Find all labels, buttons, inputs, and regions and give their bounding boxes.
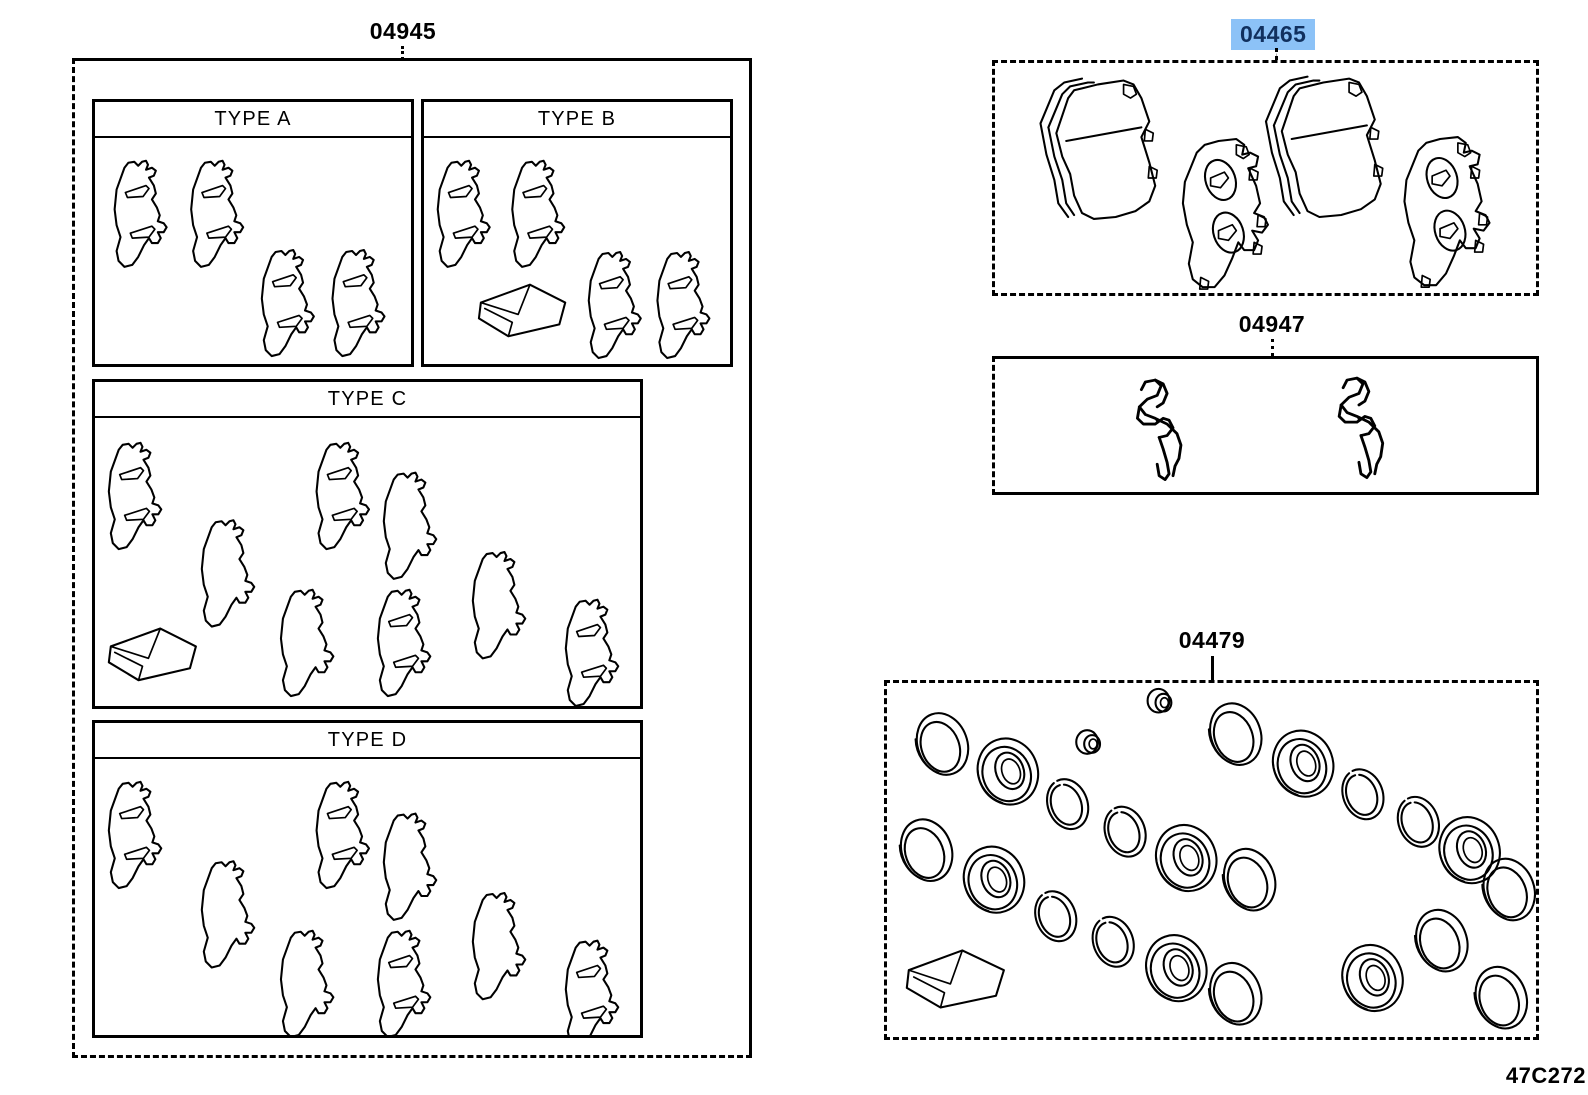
subpanel-type-b-label: TYPE B <box>537 107 617 130</box>
dust-boot-icon <box>1262 721 1344 807</box>
piston-seal-icon <box>891 811 962 890</box>
pad-backing-plate-icon <box>1181 137 1270 290</box>
piston-seal-icon <box>1406 901 1478 980</box>
part-label-04465[interactable]: 04465 <box>1231 19 1316 50</box>
snap-ring-icon <box>1389 790 1447 854</box>
snap-ring-icon <box>1027 884 1085 949</box>
dust-boot-icon <box>1135 925 1217 1011</box>
clip-kit-artwork <box>995 359 1536 492</box>
dust-boot-icon <box>1332 935 1414 1021</box>
part-box-04465[interactable] <box>992 60 1539 296</box>
shim-slotted-icon <box>656 250 711 360</box>
shim-slotted-icon <box>376 588 432 698</box>
shim-slotted-icon <box>315 780 371 890</box>
brake-pad-stack-icon <box>1264 75 1384 219</box>
brake-pad-stack-icon <box>1039 77 1159 220</box>
shim-slotted-icon <box>587 250 642 360</box>
piston-seal-icon <box>1200 954 1271 1033</box>
dust-boot-icon <box>1429 807 1511 893</box>
subpanel-type-c[interactable]: TYPE C <box>92 379 643 709</box>
subpanel-type-b-body <box>424 138 730 364</box>
type-a-artwork <box>113 159 386 358</box>
type-b-artwork <box>436 159 711 360</box>
part-box-04479[interactable] <box>884 680 1539 1040</box>
subpanel-type-c-body <box>95 418 640 706</box>
subpanel-type-a-header: TYPE A <box>95 102 411 138</box>
snap-ring-icon <box>1039 772 1097 836</box>
leader-line-04947 <box>1271 339 1274 356</box>
subpanel-type-a-body <box>95 138 411 364</box>
subpanel-type-d-header: TYPE D <box>95 723 640 759</box>
shim-slotted-icon <box>564 939 620 1035</box>
subpanel-type-d[interactable]: TYPE D <box>92 720 643 1038</box>
seal-kit-artwork <box>887 683 1536 1037</box>
shim-plain-icon <box>382 471 438 580</box>
shim-slotted-icon <box>376 929 432 1035</box>
piston-seal-icon <box>1214 840 1285 919</box>
leader-line-04465 <box>1275 48 1278 60</box>
bleeder-cap-icon <box>1146 687 1173 714</box>
pad-support-clip-icon <box>1135 378 1183 481</box>
shim-plain-icon <box>279 588 335 698</box>
subpanel-type-d-body <box>95 759 640 1035</box>
shim-slotted-icon <box>260 248 315 358</box>
piston-seal-icon <box>1200 695 1271 774</box>
dust-boot-icon <box>953 837 1035 923</box>
shim-slotted-icon <box>190 159 245 268</box>
dust-boot-icon <box>967 728 1049 815</box>
shim-slotted-icon <box>107 780 163 890</box>
shim-slotted-icon <box>107 441 163 551</box>
subpanel-type-b[interactable]: TYPE B <box>421 99 733 367</box>
part-label-04479[interactable]: 04479 <box>1178 627 1246 653</box>
snap-ring-icon <box>1084 910 1142 974</box>
subpanel-type-d-label: TYPE D <box>327 728 408 751</box>
shim-plain-icon <box>200 519 256 628</box>
subpanel-type-b-header: TYPE B <box>424 102 730 138</box>
subpanel-type-c-label: TYPE C <box>327 387 408 410</box>
grease-packet-icon <box>477 283 567 338</box>
figure-code: 47C272 <box>1505 1063 1586 1088</box>
shim-slotted-icon <box>113 159 168 268</box>
type-c-artwork <box>107 441 620 706</box>
shim-plain-icon <box>382 812 438 921</box>
shim-plain-icon <box>200 860 256 969</box>
part-box-04947[interactable] <box>992 356 1539 495</box>
subpanel-type-a[interactable]: TYPE A <box>92 99 414 367</box>
bleeder-cap-icon <box>1075 729 1102 755</box>
subpanel-type-c-header: TYPE C <box>95 382 640 418</box>
grease-packet-icon <box>905 949 1005 1009</box>
piston-seal-icon <box>907 704 978 783</box>
piston-seal-icon <box>1466 958 1536 1037</box>
shim-slotted-icon <box>436 159 491 268</box>
pad-support-clip-icon <box>1337 376 1385 480</box>
part-label-04947[interactable]: 04947 <box>1238 311 1306 337</box>
shim-plain-icon <box>471 551 527 660</box>
shim-slotted-icon <box>511 159 566 268</box>
snap-ring-icon <box>1334 762 1392 827</box>
dust-boot-icon <box>1145 815 1227 901</box>
part-label-04945[interactable]: 04945 <box>369 18 437 44</box>
pad-kit-artwork <box>995 63 1536 293</box>
pad-backing-plate-icon <box>1403 136 1491 288</box>
shim-slotted-icon <box>315 441 371 551</box>
shim-plain-icon <box>471 891 527 1001</box>
shim-plain-icon <box>279 929 335 1035</box>
type-d-artwork <box>107 780 620 1035</box>
subpanel-type-a-label: TYPE A <box>214 107 292 130</box>
grease-packet-icon <box>107 627 197 682</box>
part-box-04945[interactable] <box>72 58 752 1058</box>
snap-ring-icon <box>1096 799 1154 864</box>
leader-line-04479 <box>1211 656 1214 680</box>
leader-line-04945 <box>401 46 404 60</box>
shim-slotted-icon <box>564 598 620 706</box>
shim-slotted-icon <box>331 248 386 358</box>
